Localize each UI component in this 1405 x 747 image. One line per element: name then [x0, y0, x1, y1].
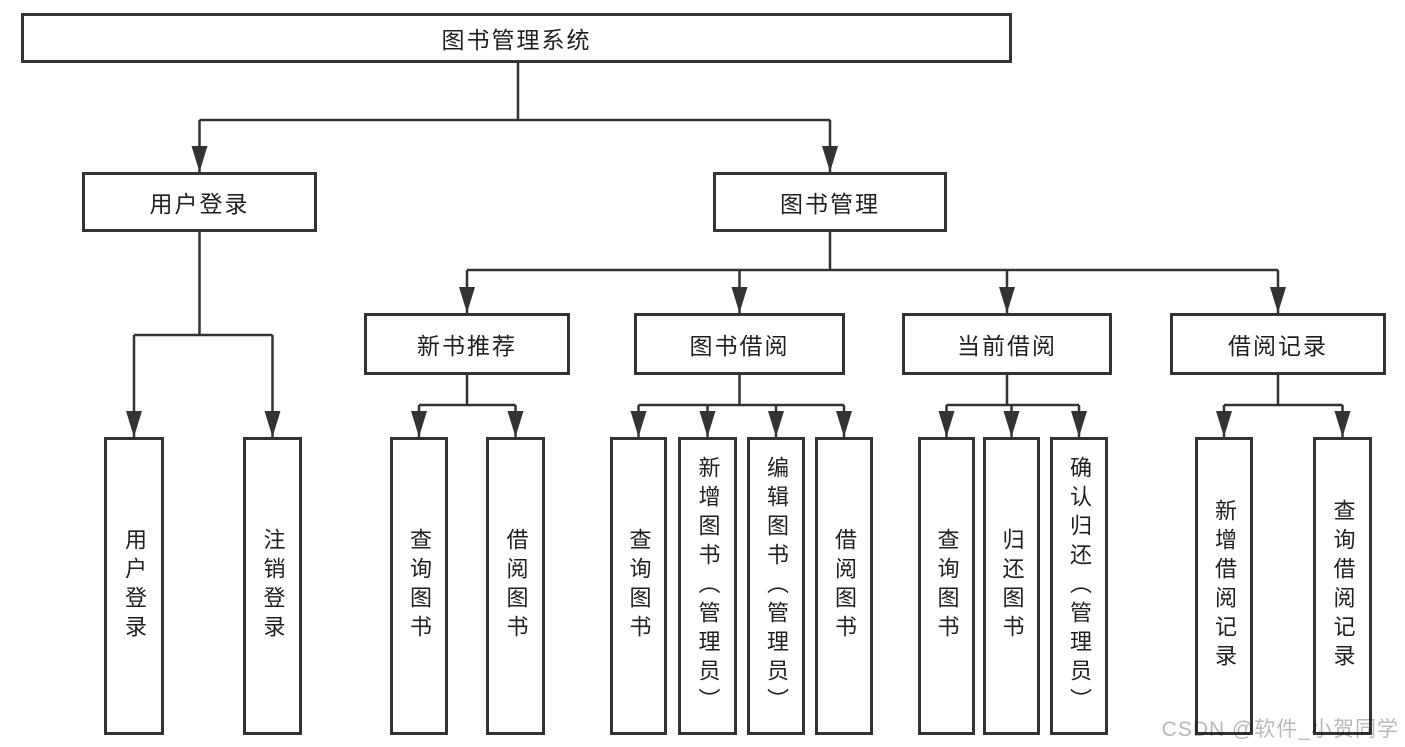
node-library-management-system: 图书管理系统 — [21, 13, 1012, 63]
node-borrowing-records: 借阅记录 — [1170, 313, 1386, 375]
node-label: 查询图书 — [934, 528, 960, 644]
csdn-watermark: CSDN @软件_小贺同学 — [1161, 718, 1399, 741]
leaf-confirm-return-admin: 确认归还（管理员） — [1050, 437, 1108, 735]
node-label: 查询图书 — [626, 528, 652, 644]
leaf-add-book-admin: 新增图书（管理员） — [678, 437, 737, 735]
node-label: 借阅记录 — [1228, 333, 1328, 359]
leaf-edit-book-admin: 编辑图书（管理员） — [747, 437, 805, 735]
node-label: 编辑图书（管理员） — [764, 455, 789, 717]
node-label: 当前借阅 — [957, 333, 1057, 359]
leaf-query-books-recommend: 查询图书 — [390, 437, 448, 735]
node-label: 归还图书 — [999, 528, 1025, 644]
node-label: 查询借阅记录 — [1330, 499, 1356, 673]
node-book-borrowing: 图书借阅 — [634, 313, 845, 375]
node-user-login: 用户登录 — [82, 172, 317, 232]
node-label: 查询图书 — [407, 528, 432, 644]
leaf-user-login: 用户登录 — [104, 437, 164, 735]
node-label: 新增图书（管理员） — [695, 455, 721, 717]
node-label: 借阅图书 — [503, 528, 529, 644]
leaf-query-borrow-record: 查询借阅记录 — [1313, 437, 1372, 735]
leaf-return-books: 归还图书 — [983, 437, 1040, 735]
node-current-borrowing: 当前借阅 — [902, 313, 1112, 375]
node-label: 注销登录 — [260, 528, 286, 644]
node-label: 用户登录 — [149, 191, 250, 217]
node-new-book-recommendation: 新书推荐 — [364, 313, 570, 375]
node-label: 新书推荐 — [417, 333, 517, 359]
leaf-query-books-current: 查询图书 — [918, 437, 975, 735]
leaf-query-books-borrow: 查询图书 — [610, 437, 667, 735]
leaf-borrow-books: 借阅图书 — [815, 437, 873, 735]
node-book-management: 图书管理 — [713, 172, 947, 232]
node-label: 确认归还（管理员） — [1067, 455, 1092, 717]
node-label: 新增借阅记录 — [1212, 499, 1237, 673]
node-label: 用户登录 — [122, 528, 147, 644]
node-label: 图书借阅 — [689, 333, 790, 359]
node-label: 借阅图书 — [832, 528, 857, 644]
leaf-add-borrow-record: 新增借阅记录 — [1195, 437, 1253, 735]
node-label: 图书管理系统 — [441, 27, 592, 53]
leaf-borrow-books-recommend: 借阅图书 — [486, 437, 545, 735]
node-label: 图书管理 — [780, 191, 880, 217]
leaf-logout: 注销登录 — [243, 437, 302, 735]
